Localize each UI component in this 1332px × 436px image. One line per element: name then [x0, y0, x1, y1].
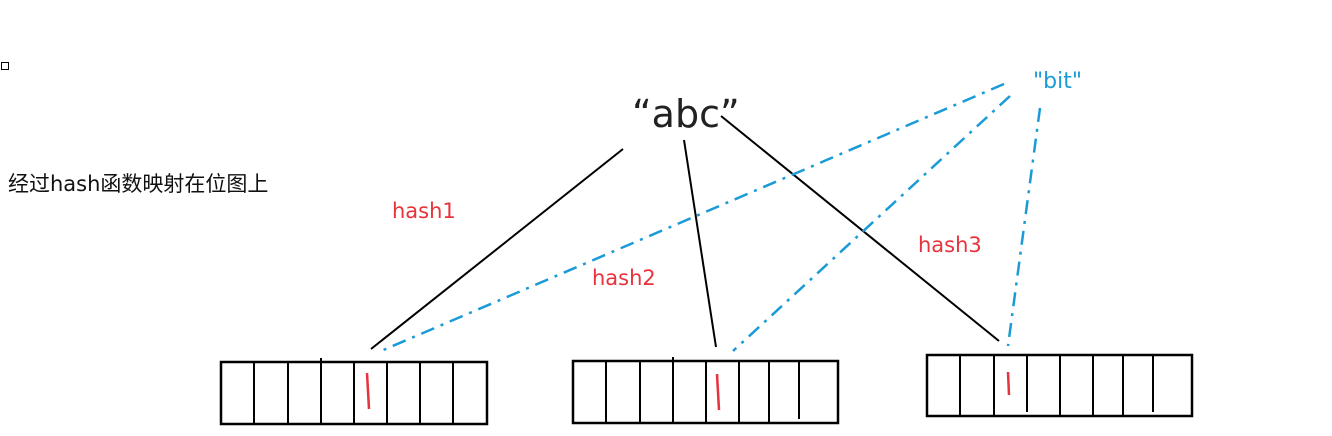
- abc-hash2-line: [683, 139, 717, 348]
- bitmap-1: [219, 358, 489, 426]
- bit-mark: [365, 372, 371, 410]
- bit-hash3-line: [1006, 107, 1042, 347]
- selection-handle: [1, 62, 9, 70]
- abc-hash3-line: [720, 115, 1000, 342]
- bitmap-3: [925, 353, 1194, 418]
- hash2-label: hash2: [592, 266, 656, 290]
- hash1-label: hash1: [392, 199, 456, 223]
- abc-label: “abc”: [632, 92, 740, 136]
- bit-hash2-line: [732, 95, 1011, 352]
- bit-label: "bit": [1033, 69, 1082, 94]
- bit-mark: [715, 373, 721, 411]
- caption-text: 经过hash函数映射在位图上: [8, 172, 269, 196]
- bit-mark: [1006, 371, 1011, 396]
- abc-hash1-line: [370, 148, 624, 350]
- bit-hash1-line: [380, 82, 1005, 353]
- bitmap-2: [571, 357, 840, 425]
- hash3-label: hash3: [918, 233, 982, 257]
